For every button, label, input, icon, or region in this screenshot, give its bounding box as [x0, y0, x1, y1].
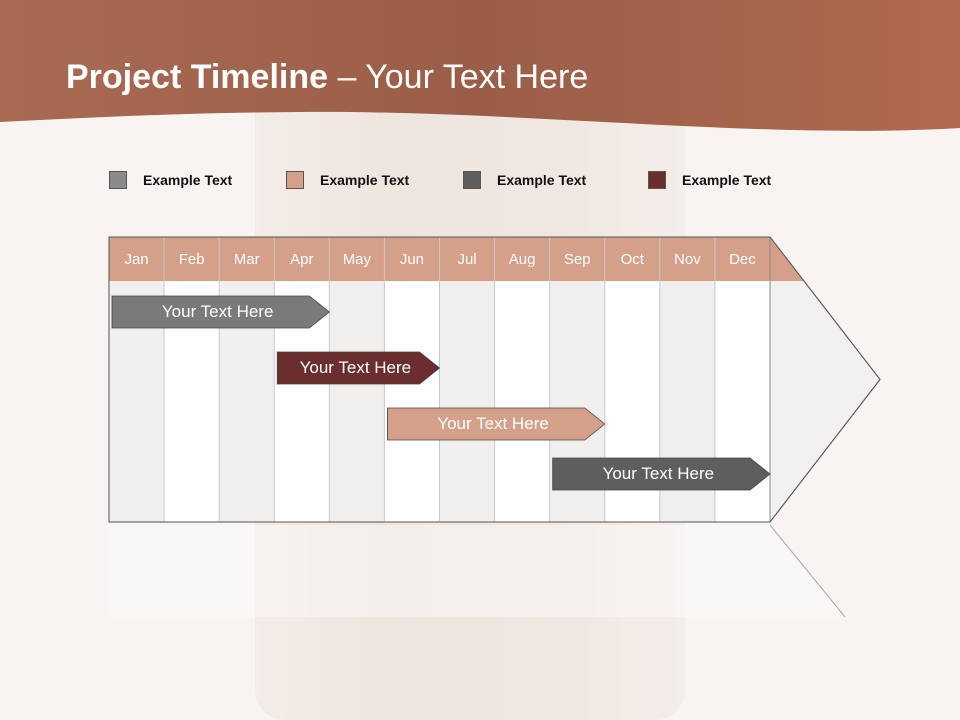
task-label-4: Your Text Here [602, 464, 715, 483]
month-label-may: May [342, 250, 372, 268]
title-bold: Project Timeline [66, 58, 329, 96]
header-banner [0, 0, 960, 131]
legend-item-1: Example Text [109, 170, 232, 190]
task-bar-3 [387, 407, 606, 441]
month-label-jun: Jun [399, 250, 425, 268]
legend-label-3: Example Text [497, 172, 587, 188]
legend-label-4: Example Text [682, 172, 772, 188]
legend-swatch-4 [648, 171, 666, 189]
month-label-dec: Dec [729, 250, 756, 268]
legend-item-4: Example Text [648, 170, 771, 190]
month-column-may [329, 281, 385, 522]
month-label-aug: Aug [508, 250, 536, 268]
month-label-jan: Jan [124, 250, 149, 268]
task-bar-2 [276, 351, 441, 385]
timeline-reflection [109, 525, 845, 617]
legend-swatch-1 [109, 171, 127, 189]
task-label-3: Your Text Here [437, 414, 549, 433]
month-label-mar: Mar [233, 250, 260, 268]
month-label-apr: Apr [290, 250, 314, 268]
task-label-1: Your Text Here [161, 302, 274, 321]
month-label-sep: Sep [563, 250, 591, 268]
month-label-nov: Nov [674, 250, 701, 268]
month-label-feb: Feb [178, 250, 205, 268]
legend-label-1: Example Text [143, 172, 233, 188]
month-label-jul: Jul [457, 250, 477, 268]
legend-item-3: Example Text [463, 170, 586, 190]
month-header-band [109, 237, 804, 281]
legend-label-2: Example Text [320, 172, 410, 188]
task-bar-1 [111, 295, 330, 329]
timeline-arrow-outline [108, 236, 881, 523]
page-title: Project Timeline – Your Text Here [66, 58, 588, 97]
month-column-jun [384, 281, 440, 522]
legend-item-2: Example Text [286, 170, 409, 190]
task-label-2: Your Text Here [299, 358, 412, 377]
month-column-jul [439, 281, 495, 522]
month-column-aug [494, 281, 550, 522]
title-rest: – Your Text Here [328, 58, 589, 96]
task-bar-4 [552, 457, 771, 491]
month-label-oct: Oct [620, 250, 644, 268]
legend-swatch-3 [463, 171, 481, 189]
legend-swatch-2 [286, 171, 304, 189]
reflection-edge [769, 524, 846, 618]
